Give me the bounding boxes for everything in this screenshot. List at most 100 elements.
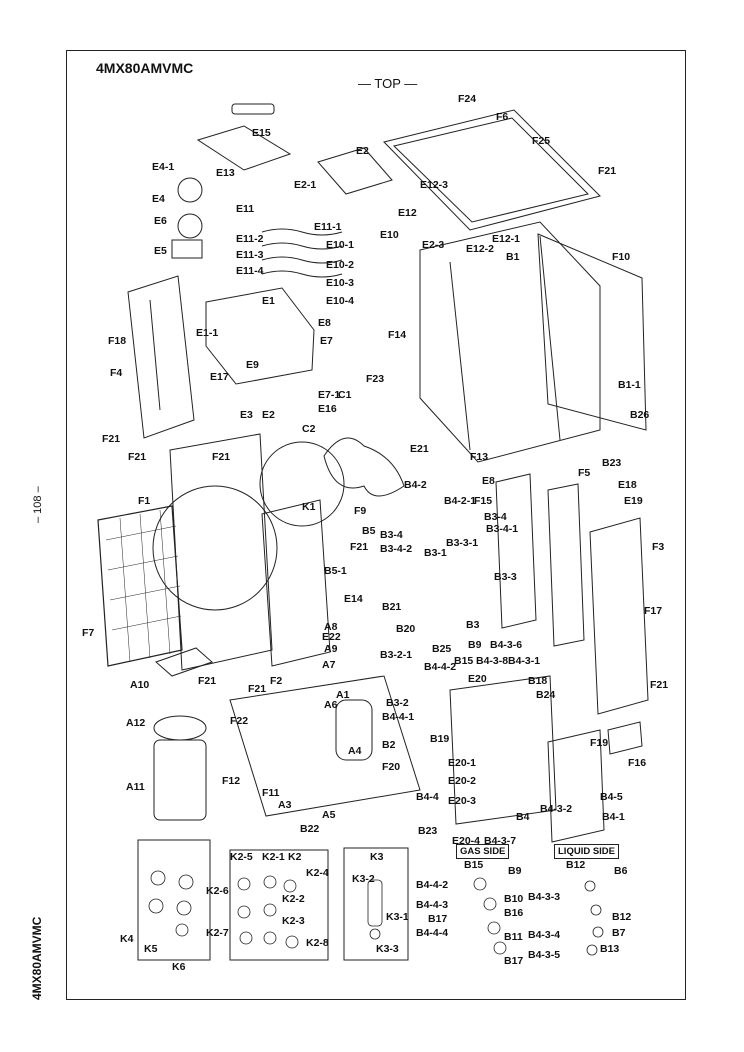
label-b6: B6 (614, 865, 628, 877)
part-f3-side-panel (589, 517, 649, 715)
label-e11-4: E11-4 (236, 265, 264, 277)
part-a12-ring (153, 715, 207, 741)
label-e5: E5 (154, 245, 167, 257)
label-a9: A9 (324, 643, 338, 655)
label-b5: B5 (362, 525, 376, 537)
label-b4-1: B4-1 (602, 811, 625, 823)
label-f21-d: F21 (212, 451, 231, 463)
label-b25: B25 (432, 643, 452, 655)
label-b4-4-3: B4-4-3 (416, 899, 449, 911)
label-a10: A10 (130, 679, 150, 691)
label-a5: A5 (322, 809, 336, 821)
part-c2-fan-guard (259, 441, 345, 527)
label-b2: B2 (382, 739, 396, 751)
label-b4-3-6: B4-3-6 (490, 639, 523, 651)
label-e4-1: E4-1 (152, 161, 175, 173)
label-f11: F11 (262, 787, 280, 799)
label-b12: B12 (566, 859, 586, 871)
label-k2-5: K2-5 (230, 851, 253, 863)
label-b12-b: B12 (612, 911, 632, 923)
label-b1: B1 (506, 251, 520, 263)
label-e16: E16 (318, 403, 337, 415)
label-k2-4: K2-4 (306, 867, 329, 879)
label-b4-4-2-b: B4-4-2 (416, 879, 449, 891)
label-e10-1: E10-1 (326, 239, 355, 251)
liquid-side-label: LIQUID SIDE (554, 844, 620, 859)
label-f6: F6 (496, 111, 509, 123)
label-f2: F2 (270, 675, 283, 687)
part-e1-electrical-box (205, 287, 315, 385)
label-b3-4-2: B3-4-2 (380, 543, 413, 555)
label-e2: E2 (356, 145, 369, 157)
part-f12-base (229, 675, 421, 817)
label-e22: E22 (322, 631, 341, 643)
label-b26: B26 (630, 409, 650, 421)
label-e20-4: E20-4 (452, 835, 481, 847)
part-f16-cover (607, 721, 643, 755)
label-b3-2-1: B3-2-1 (380, 649, 413, 661)
label-b4-3-2: B4-3-2 (540, 803, 573, 815)
label-f18: F18 (108, 335, 127, 347)
label-a11: A11 (126, 781, 145, 793)
page-frame (66, 50, 686, 1000)
label-e2-3: E2-3 (422, 239, 445, 251)
part-f1-front-panel (169, 433, 273, 671)
label-k3-3: K3-3 (376, 943, 399, 955)
part-f5-partition (547, 483, 585, 647)
label-b3-4-b: B3-4 (380, 529, 403, 541)
label-e10-2: E10-2 (326, 259, 355, 271)
label-b4-3-8: B4-3-8 (476, 655, 509, 667)
label-b3-1: B3-1 (424, 547, 447, 559)
label-b5-1: B5-1 (324, 565, 347, 577)
label-b4-4-2: B4-4-2 (424, 661, 457, 673)
label-k2-6: K2-6 (206, 885, 229, 897)
part-e4-reactor (177, 177, 203, 203)
label-f21: F21 (598, 165, 617, 177)
label-e1-1: E1-1 (196, 327, 219, 339)
label-a7: A7 (322, 659, 336, 671)
label-e11-1: E11-1 (314, 221, 342, 233)
label-e9: E9 (246, 359, 259, 371)
label-b18: B18 (528, 675, 548, 687)
part-b4-5-cover (547, 729, 605, 843)
top-marker: ― TOP ― (358, 76, 418, 91)
part-a1-compressor (335, 699, 373, 761)
label-e7: E7 (320, 335, 333, 347)
label-k2-8: K2-8 (306, 937, 329, 949)
label-k3: K3 (370, 851, 384, 863)
label-f21-b: F21 (102, 433, 121, 445)
label-k2-1: K2-1 (262, 851, 285, 863)
part-b4-valves (449, 675, 557, 825)
label-b4-4-4: B4-4-4 (416, 927, 449, 939)
label-e12-3: E12-3 (420, 179, 449, 191)
label-e11-3: E11-3 (236, 249, 264, 261)
label-e12: E12 (398, 207, 417, 219)
label-b13: B13 (600, 943, 620, 955)
label-b3-2: B3-2 (386, 697, 409, 709)
label-e17: E17 (210, 371, 229, 383)
label-e3: E3 (240, 409, 253, 421)
label-b23: B23 (602, 457, 622, 469)
label-b20: B20 (396, 623, 416, 635)
label-e6: E6 (154, 215, 167, 227)
label-e11: E11 (236, 203, 255, 215)
label-f12: F12 (222, 775, 241, 787)
part-f13-partition (495, 473, 537, 629)
label-e11-2: E11-2 (236, 233, 264, 245)
label-e10-4: E10-4 (326, 295, 355, 307)
label-k1: K1 (302, 501, 316, 513)
label-b11: B11 (504, 931, 523, 943)
part-f6-top-panel (383, 109, 601, 231)
label-f9: F9 (354, 505, 367, 517)
label-k5: K5 (144, 943, 158, 955)
label-b19: B19 (430, 733, 450, 745)
part-f10-rear-grille (537, 233, 647, 431)
part-k1-side-grille (261, 499, 331, 667)
gas-side-label: GAS SIDE (456, 844, 510, 859)
part-b1-heat-exchanger (419, 221, 601, 463)
label-f5: F5 (578, 467, 591, 479)
label-b15-b: B15 (464, 859, 484, 871)
label-k6: K6 (172, 961, 186, 973)
kit-k2-box (229, 849, 329, 961)
